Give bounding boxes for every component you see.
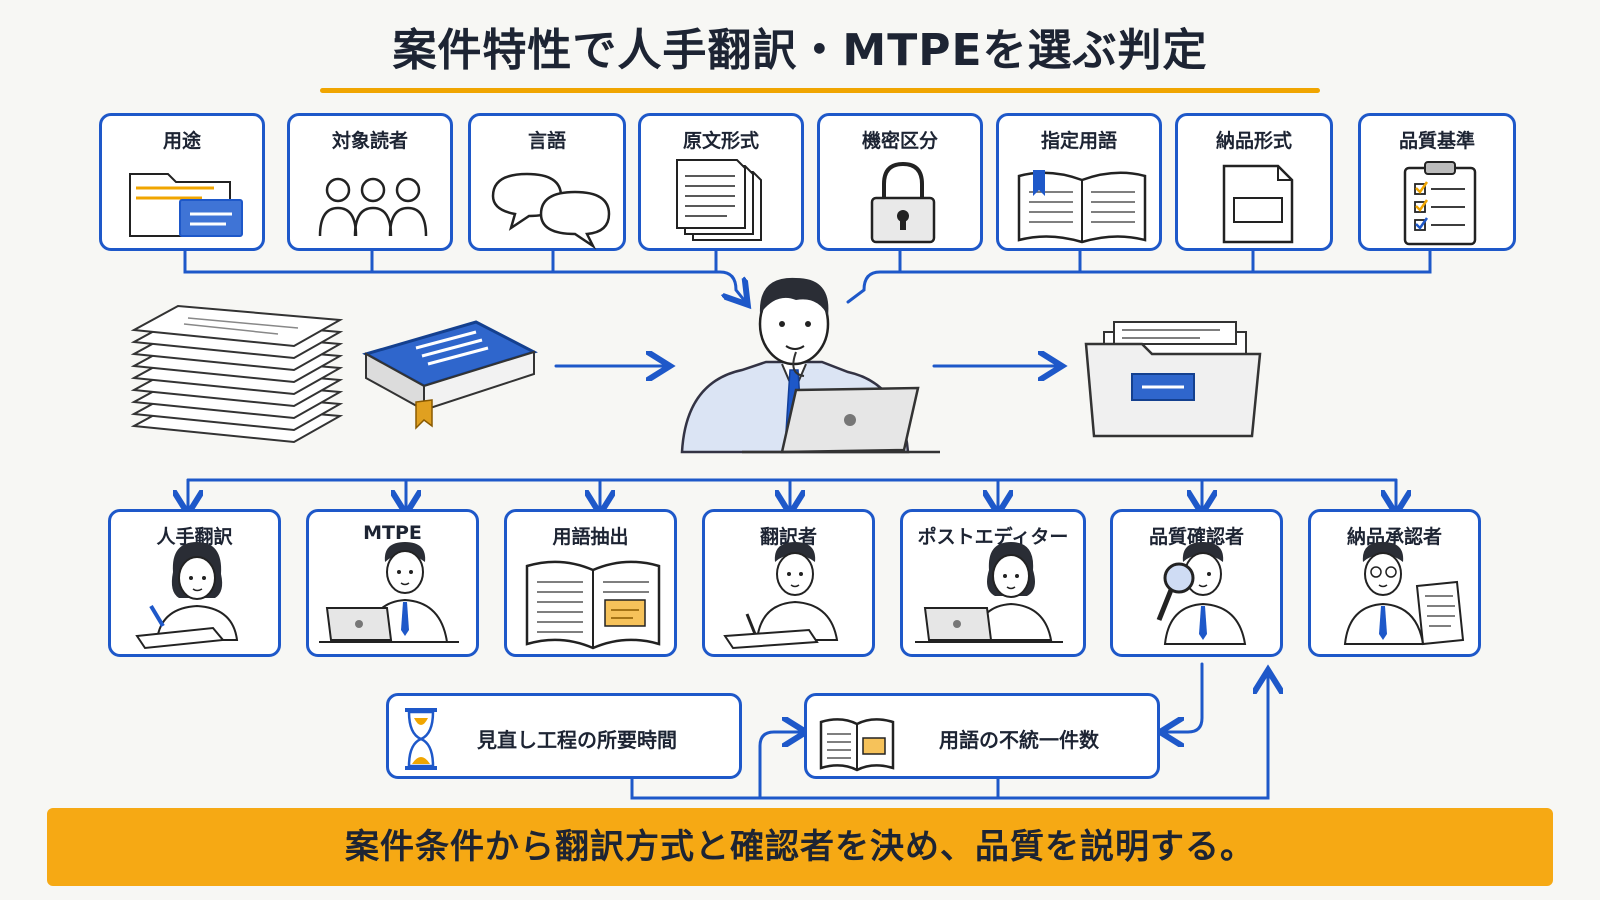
loop-reviewer-to-terms <box>1166 662 1204 732</box>
input-label: 品質基準 <box>1398 130 1475 152</box>
folder-icon <box>129 173 243 237</box>
summary-banner: 案件条件から翻訳方式と確認者を決め、品質を説明する。 <box>47 808 1553 886</box>
output-label: 納品承認者 <box>1346 526 1442 548</box>
input-card-audience[interactable]: 対象読者 <box>287 113 453 251</box>
padlock-icon <box>870 161 936 244</box>
man-document-icon <box>1343 542 1465 646</box>
input-label: 原文形式 <box>682 130 759 152</box>
woman-writing-icon <box>135 542 239 650</box>
metric-review-time[interactable]: 見直し工程の所要時間 <box>386 693 742 779</box>
output-card-mtpe[interactable]: MTPE <box>306 509 479 657</box>
people-icon <box>318 177 428 237</box>
input-label: 納品形式 <box>1215 130 1292 152</box>
output-card-delivery-approver[interactable]: 納品承認者 <box>1308 509 1481 657</box>
page-title: 案件特性で人手翻訳・MTPEを選ぶ判定 <box>392 25 1208 76</box>
book-icon <box>819 718 895 772</box>
metric-label: 用語の不統一件数 <box>939 728 1099 752</box>
input-card-quality-standard[interactable]: 品質基準 <box>1358 113 1516 251</box>
speech-bubbles-icon <box>491 172 611 250</box>
file-format-icon <box>1222 164 1294 244</box>
woman-laptop-icon <box>915 542 1063 643</box>
loop-bottom-line <box>630 676 1268 800</box>
output-card-translator[interactable]: 翻訳者 <box>702 509 875 657</box>
checklist-clipboard-icon <box>1403 161 1477 246</box>
input-label: 言語 <box>527 130 566 152</box>
output-label: 品質確認者 <box>1148 526 1244 548</box>
top-bus-left <box>183 248 744 300</box>
output-label: ポストエディター <box>917 526 1069 548</box>
glossary-book-icon <box>1017 170 1147 244</box>
input-label: 指定用語 <box>1040 130 1117 152</box>
man-magnifier-icon <box>1156 542 1247 645</box>
output-card-quality-reviewer[interactable]: 品質確認者 <box>1110 509 1283 657</box>
input-label: 用途 <box>162 130 201 152</box>
title-underline <box>320 88 1320 93</box>
hourglass-icon <box>405 708 437 770</box>
man-writing-icon <box>723 542 839 650</box>
input-label: 対象読者 <box>331 130 408 152</box>
man-laptop-icon <box>319 542 459 643</box>
output-label: MTPE <box>363 522 422 544</box>
loop-terms-to-time <box>758 732 800 800</box>
decision-maker-figure <box>680 277 940 454</box>
output-card-post-editor[interactable]: ポストエディター <box>900 509 1086 657</box>
metric-term-inconsistency[interactable]: 用語の不統一件数 <box>804 693 1160 779</box>
input-card-delivery-format[interactable]: 納品形式 <box>1175 113 1333 251</box>
output-label: 用語抽出 <box>552 526 629 548</box>
input-card-language[interactable]: 言語 <box>468 113 626 251</box>
input-label: 機密区分 <box>861 130 938 152</box>
output-label: 人手翻訳 <box>156 526 233 548</box>
top-bus-right <box>846 248 1432 304</box>
metric-label: 見直し工程の所要時間 <box>477 728 677 752</box>
output-label: 翻訳者 <box>759 526 817 548</box>
paper-stack-icon <box>130 304 344 444</box>
delivery-folder-icon <box>1084 321 1262 438</box>
input-card-usage[interactable]: 用途 <box>99 113 265 251</box>
output-card-human-translation[interactable]: 人手翻訳 <box>108 509 281 657</box>
input-card-source-format[interactable]: 原文形式 <box>638 113 804 251</box>
reference-book-icon <box>362 320 538 430</box>
open-book-icon <box>525 560 661 650</box>
input-card-confidentiality[interactable]: 機密区分 <box>817 113 983 251</box>
input-card-designated-terms[interactable]: 指定用語 <box>996 113 1162 251</box>
output-card-term-extraction[interactable]: 用語抽出 <box>504 509 677 657</box>
documents-icon <box>676 159 762 241</box>
